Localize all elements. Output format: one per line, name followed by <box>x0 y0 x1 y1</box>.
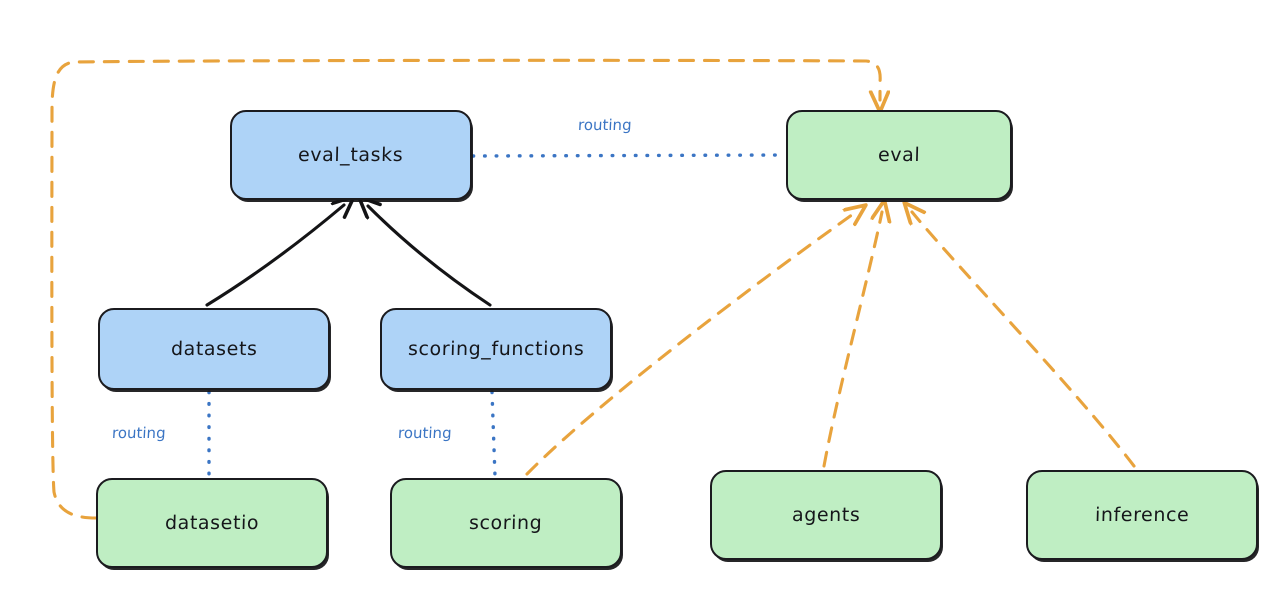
node-datasets[interactable]: datasets <box>98 308 330 390</box>
edge-label-routing-left: routing <box>111 424 167 442</box>
node-inference[interactable]: inference <box>1026 470 1258 560</box>
edge-scoring-eval <box>525 212 856 476</box>
node-agents[interactable]: agents <box>710 470 942 560</box>
edge-scoring-functions-eval-tasks <box>368 206 492 307</box>
node-eval-tasks[interactable]: eval_tasks <box>230 110 472 200</box>
node-label-inference: inference <box>1094 504 1190 526</box>
node-scoring[interactable]: scoring <box>390 478 622 568</box>
edge-datasets-eval-tasks <box>205 205 344 307</box>
node-eval[interactable]: eval <box>786 110 1012 200</box>
edge-agents-eval <box>822 212 882 468</box>
node-scoring-functions[interactable]: scoring_functions <box>380 308 612 390</box>
edge-eval-tasks-eval-routing <box>471 153 786 158</box>
edge-datasetio-eval <box>50 58 880 520</box>
edge-inference-eval <box>912 212 1136 468</box>
node-datasetio[interactable]: datasetio <box>96 478 328 568</box>
node-label-eval-tasks: eval_tasks <box>298 144 404 166</box>
node-label-eval: eval <box>877 144 921 166</box>
node-label-agents: agents <box>791 504 861 526</box>
node-label-datasetio: datasetio <box>164 512 260 534</box>
edge-label-routing-top: routing <box>577 116 633 134</box>
node-label-datasets: datasets <box>170 338 258 360</box>
edge-scoring-functions-scoring-routing <box>490 390 497 478</box>
node-label-scoring: scoring <box>469 512 543 534</box>
node-label-scoring-functions: scoring_functions <box>407 338 585 360</box>
edge-label-routing-middle: routing <box>397 424 453 442</box>
